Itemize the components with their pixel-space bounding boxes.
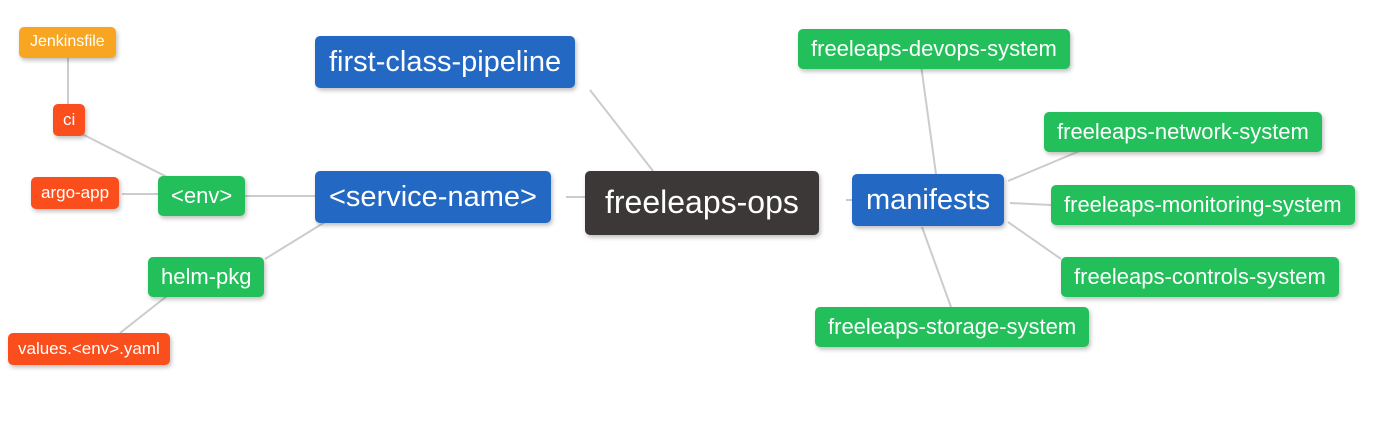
node-env[interactable]: <env> <box>158 176 246 216</box>
node-jenkinsfile[interactable]: Jenkinsfile <box>19 27 116 58</box>
node-freeleaps-devops-system[interactable]: freeleaps-devops-system <box>798 29 1070 69</box>
node-freeleaps-controls-system[interactable]: freeleaps-controls-system <box>1061 257 1339 297</box>
node-freeleaps-monitoring-system[interactable]: freeleaps-monitoring-system <box>1051 185 1355 225</box>
node-ci[interactable]: ci <box>53 104 86 137</box>
node-freeleaps-network-system[interactable]: freeleaps-network-system <box>1044 112 1322 152</box>
node-service-name[interactable]: <service-name> <box>315 171 551 224</box>
node-manifests[interactable]: manifests <box>852 174 1005 227</box>
node-freeleaps-storage-system[interactable]: freeleaps-storage-system <box>815 307 1090 347</box>
node-first-class-pipeline[interactable]: first-class-pipeline <box>315 36 576 89</box>
edge-manifests-controls <box>1007 221 1062 260</box>
edge-values-helm-pkg <box>119 295 168 334</box>
edge-manifests-monitoring <box>1009 202 1052 206</box>
edge-ci-env <box>81 133 168 178</box>
node-argo-app[interactable]: argo-app <box>31 177 120 210</box>
edge-manifests-storage <box>921 226 952 308</box>
edge-manifests-network <box>1007 149 1083 182</box>
node-helm-pkg[interactable]: helm-pkg <box>148 257 265 297</box>
node-values-env-yaml[interactable]: values.<env>.yaml <box>8 333 170 366</box>
edge-helm-pkg-service-name <box>264 221 326 260</box>
edge-manifests-devops <box>920 64 937 175</box>
node-freeleaps-ops-root[interactable]: freeleaps-ops <box>585 171 819 235</box>
edge-pipeline-ops <box>589 89 654 172</box>
